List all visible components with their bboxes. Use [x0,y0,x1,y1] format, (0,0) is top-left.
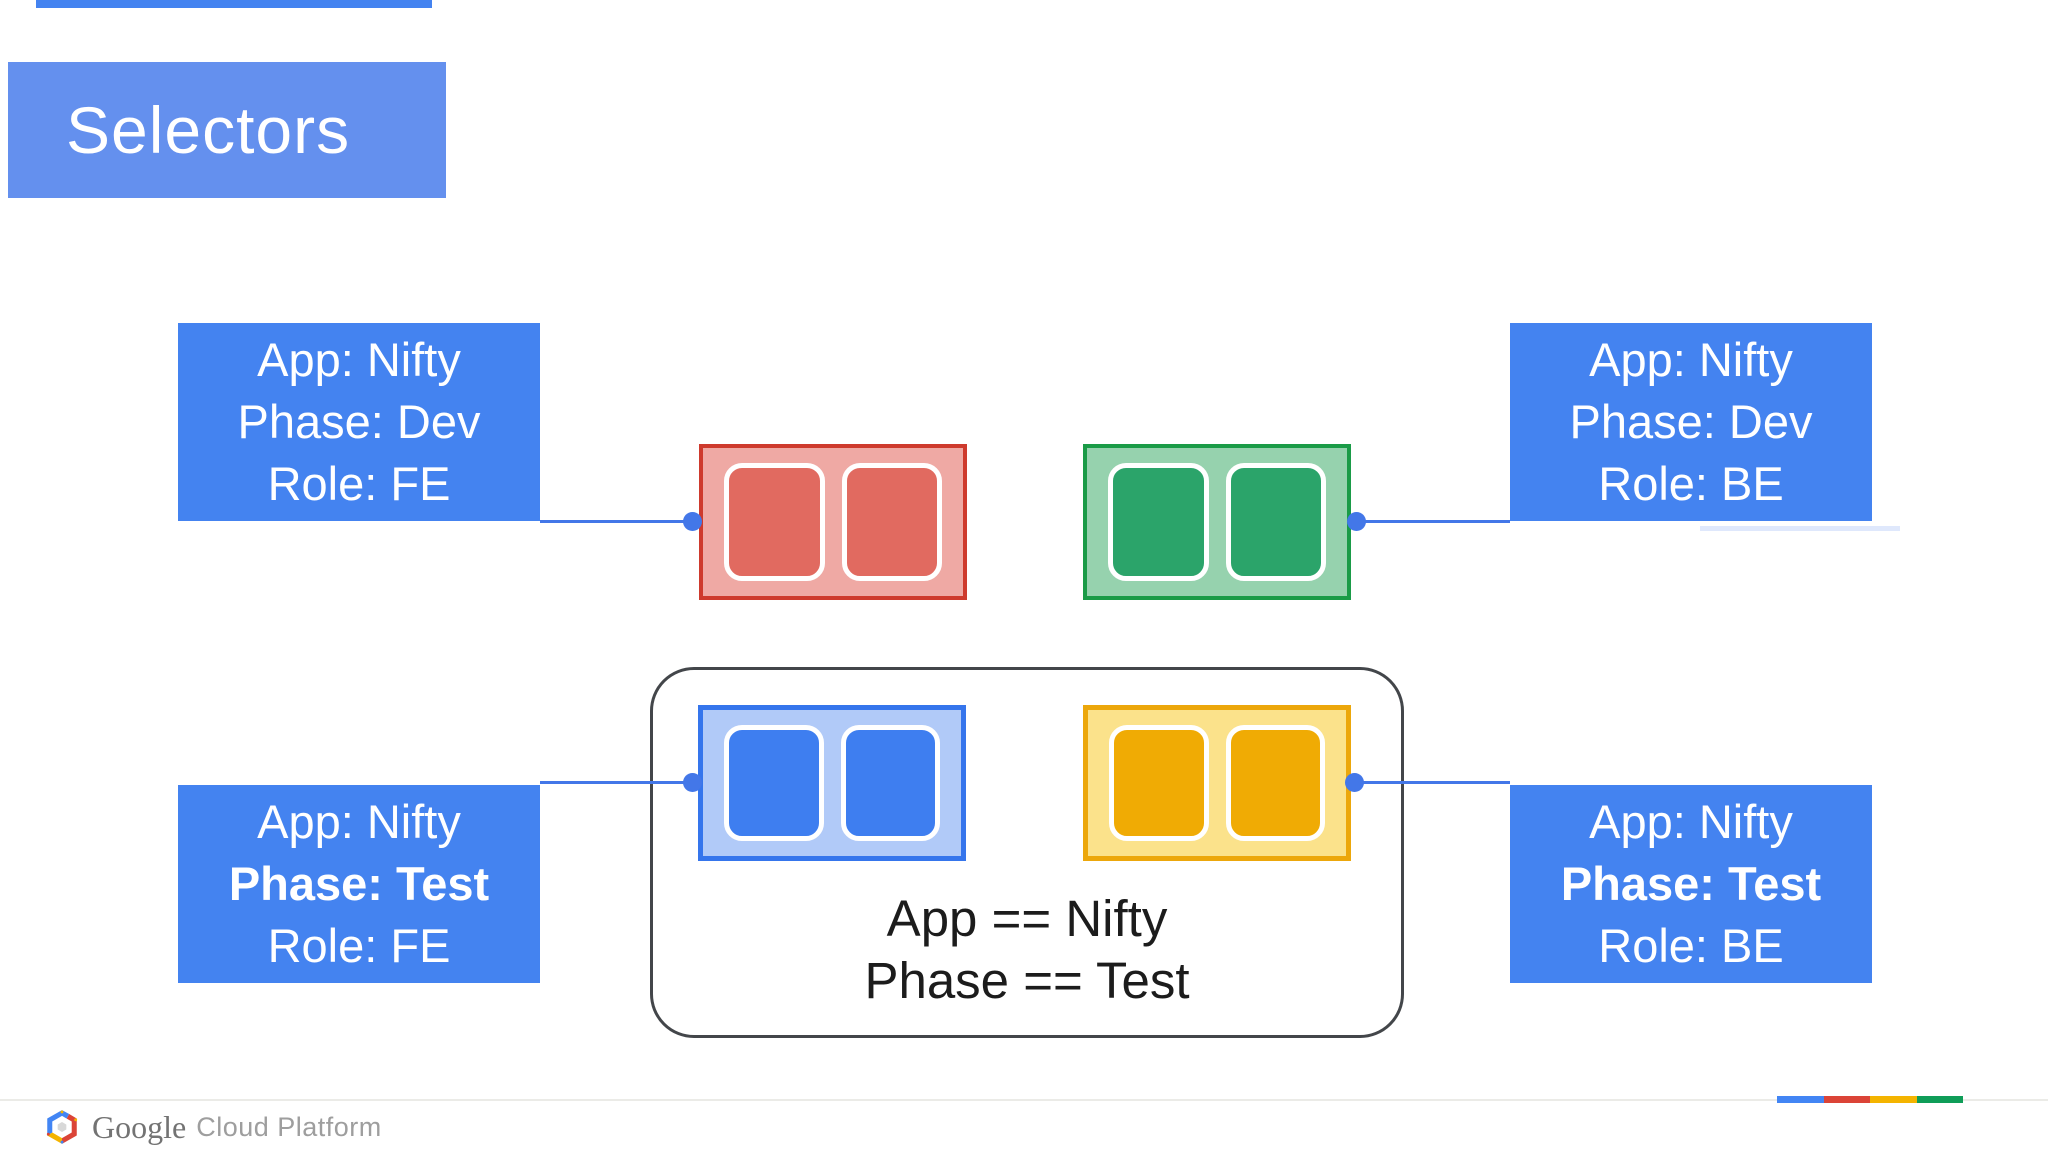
pod [724,463,825,581]
color-bar-red [1823,1096,1870,1103]
faint-underline [1700,526,1900,531]
color-bar-yellow [1870,1096,1917,1103]
connector-line-top-left [540,520,690,523]
google-wordmark: Google [92,1108,187,1145]
pod [840,725,940,841]
connector-line-bottom-right [1354,781,1510,784]
connector-dot-top-left [683,512,702,531]
label-app: App: Nifty [257,795,461,848]
red-pod-group [699,444,967,600]
label-app: App: Nifty [1589,795,1793,848]
label-role: Role: BE [1598,457,1784,510]
gcp-hexagon-icon [46,1110,78,1144]
label-role: Role: BE [1598,919,1784,972]
pod [1108,463,1209,581]
connector-line-top-right [1356,520,1510,523]
yellow-pod-group [1083,705,1351,861]
footer-divider [0,1099,2048,1101]
blue-pod-group [698,705,966,861]
label-role: Role: FE [267,457,451,510]
label-box-bottom-left: App: Nifty Phase: Test Role: FE [178,785,540,983]
label-phase: Phase: Test [1560,857,1822,910]
connector-dot-bottom-left [683,773,702,792]
green-pod-group [1083,444,1351,600]
pod [724,725,824,841]
label-box-bottom-right: App: Nifty Phase: Test Role: BE [1510,785,1872,983]
label-phase: Phase: Dev [1569,395,1813,448]
label-app: App: Nifty [1589,333,1793,386]
selector-expression-phase: Phase == Test [864,952,1190,1009]
pod [1225,725,1325,841]
top-edge-strip [36,0,432,8]
selector-expression: App == Nifty Phase == Test [650,888,1404,1012]
google-cloud-platform-logo: Google Cloud Platform [44,1108,382,1146]
connector-line-bottom-left [540,781,690,784]
pod [1225,463,1326,581]
label-phase: Phase: Dev [237,395,481,448]
google-color-bar [1777,1096,1963,1103]
connector-dot-bottom-right [1345,773,1364,792]
slide-title: Selectors [66,93,351,167]
connector-dot-top-right [1347,512,1366,531]
label-role: Role: FE [267,919,451,972]
selector-expression-app: App == Nifty [886,890,1168,947]
slide-title-box: Selectors [8,62,446,198]
color-bar-green [1916,1096,1963,1103]
label-app: App: Nifty [257,333,461,386]
cloud-platform-wordmark: Cloud Platform [196,1111,382,1142]
label-box-top-left: App: Nifty Phase: Dev Role: FE [178,323,540,521]
pod [1109,725,1209,841]
pod [841,463,942,581]
label-box-top-right: App: Nifty Phase: Dev Role: BE [1510,323,1872,521]
label-phase: Phase: Test [228,857,490,910]
color-bar-blue [1777,1096,1824,1103]
